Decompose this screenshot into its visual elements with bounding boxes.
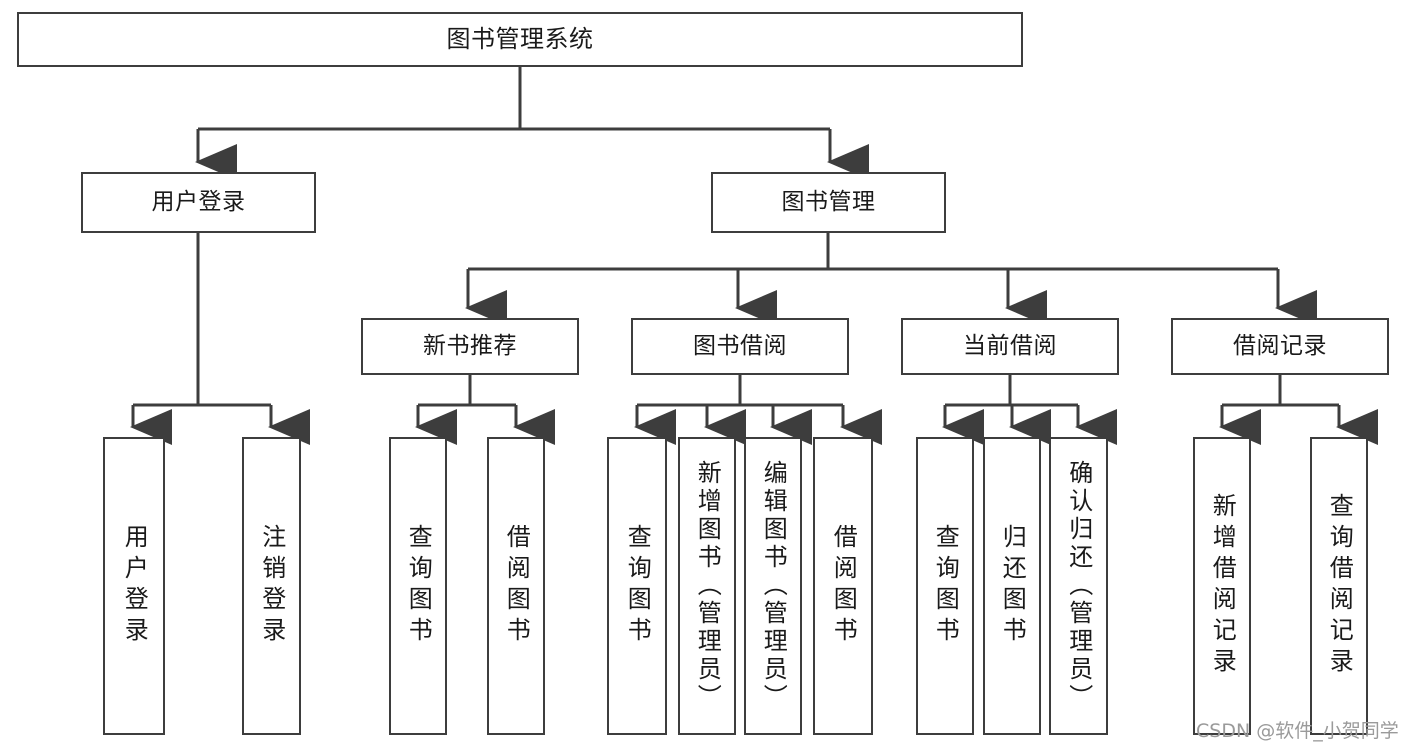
node-leaf-user-login[interactable]: 用户登录 [103, 437, 165, 735]
node-leaf-query-book-2[interactable]: 查询图书 [607, 437, 667, 735]
node-leaf-user-login-label: 用户登录 [120, 524, 149, 648]
node-root-label: 图书管理系统 [446, 24, 594, 53]
node-current-borrow[interactable]: 当前借阅 [901, 318, 1119, 375]
node-book-manage[interactable]: 图书管理 [711, 172, 946, 233]
node-leaf-query-book-1[interactable]: 查询图书 [389, 437, 447, 735]
node-leaf-confirm-return[interactable]: 确认归还（管理员） [1049, 437, 1108, 735]
node-leaf-logout-label: 注销登录 [257, 524, 286, 648]
node-leaf-borrow-book-1[interactable]: 借阅图书 [487, 437, 545, 735]
node-new-book-rec-label: 新书推荐 [423, 333, 517, 360]
node-leaf-add-book-label: 新增图书（管理员） [693, 460, 722, 712]
node-borrow-record-label: 借阅记录 [1233, 333, 1327, 360]
node-current-borrow-label: 当前借阅 [963, 333, 1057, 360]
node-leaf-add-record[interactable]: 新增借阅记录 [1193, 437, 1251, 735]
node-leaf-return-book[interactable]: 归还图书 [983, 437, 1041, 735]
node-leaf-logout[interactable]: 注销登录 [242, 437, 301, 735]
node-borrow-record[interactable]: 借阅记录 [1171, 318, 1389, 375]
node-leaf-borrow-book-1-label: 借阅图书 [502, 524, 531, 648]
node-leaf-query-record[interactable]: 查询借阅记录 [1310, 437, 1368, 735]
node-leaf-edit-book[interactable]: 编辑图书（管理员） [744, 437, 802, 735]
node-leaf-query-record-label: 查询借阅记录 [1325, 493, 1354, 679]
node-leaf-query-book-3[interactable]: 查询图书 [916, 437, 974, 735]
node-leaf-query-book-3-label: 查询图书 [931, 524, 960, 648]
node-user-login-label: 用户登录 [151, 189, 246, 216]
node-leaf-add-record-label: 新增借阅记录 [1208, 493, 1237, 679]
node-book-manage-label: 图书管理 [781, 189, 876, 216]
node-leaf-confirm-return-label: 确认归还（管理员） [1064, 460, 1093, 712]
node-leaf-borrow-book-2[interactable]: 借阅图书 [813, 437, 873, 735]
node-leaf-return-book-label: 归还图书 [998, 524, 1027, 648]
node-leaf-add-book[interactable]: 新增图书（管理员） [678, 437, 736, 735]
watermark: CSDN @软件_小贺同学 [1196, 720, 1399, 742]
node-root[interactable]: 图书管理系统 [17, 12, 1023, 67]
node-user-login[interactable]: 用户登录 [81, 172, 316, 233]
node-book-borrow-label: 图书借阅 [693, 333, 787, 360]
node-leaf-query-book-1-label: 查询图书 [404, 524, 433, 648]
node-leaf-query-book-2-label: 查询图书 [623, 524, 652, 648]
node-leaf-borrow-book-2-label: 借阅图书 [829, 524, 858, 648]
node-leaf-edit-book-label: 编辑图书（管理员） [759, 460, 788, 712]
node-new-book-rec[interactable]: 新书推荐 [361, 318, 579, 375]
node-book-borrow[interactable]: 图书借阅 [631, 318, 849, 375]
